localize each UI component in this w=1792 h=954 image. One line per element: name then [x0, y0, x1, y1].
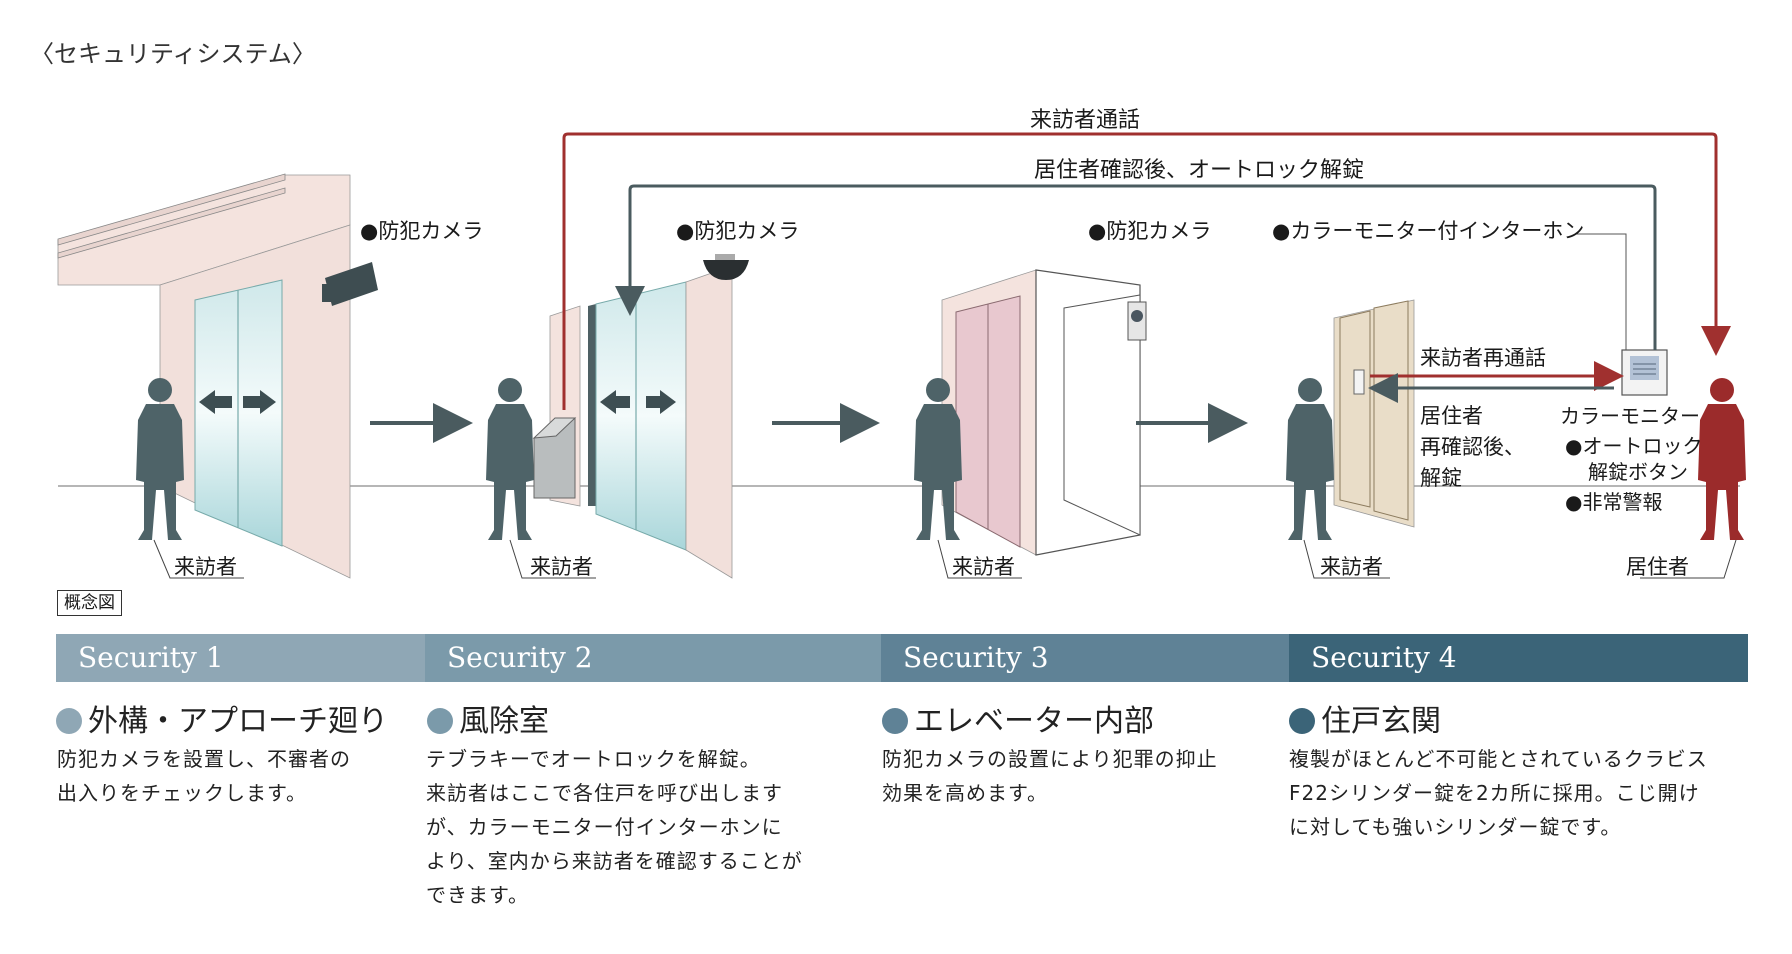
elevator-camera-icon: [1127, 301, 1147, 341]
resident-label: 居住者: [1626, 555, 1689, 579]
section-2-body: テブラキーでオートロックを解錠。 来訪者はここで各住戸を呼び出します が、カラー…: [426, 747, 803, 907]
section-1-heading: 外構・アプローチ廻り: [56, 696, 388, 740]
visitor-call-label: 来訪者通話: [1030, 108, 1141, 133]
security-band-2: Security 2: [425, 634, 881, 682]
security-band-4: Security 4: [1289, 634, 1748, 682]
security-band-3: Security 3: [881, 634, 1289, 682]
section-4-body: 複製がほとんど不可能とされているクラビス F22シリンダー錠を2カ所に採用。こじ…: [1289, 747, 1708, 839]
visitor-label-2: 来訪者: [530, 555, 593, 579]
color-monitor-icon: [1621, 349, 1668, 396]
camera-label-2: ●防犯カメラ: [676, 219, 800, 243]
autolock-label-1: ●オートロック: [1565, 434, 1703, 458]
scene-elevator: [941, 269, 1147, 556]
telephone-key-panel: [532, 417, 577, 499]
scene-unit-door: [1333, 299, 1415, 528]
camera-icon-1: [322, 262, 378, 306]
bullet-dot-icon: [427, 708, 453, 734]
camera-label-3: ●防犯カメラ: [1088, 219, 1212, 243]
resident-figure: [1698, 378, 1746, 540]
security-band-1: Security 1: [56, 634, 425, 682]
section-2-heading: 風除室: [427, 696, 549, 740]
dome-camera-icon: [703, 254, 749, 280]
visitor-label-3: 来訪者: [952, 555, 1015, 579]
reconfirm-line-1: 居住者: [1420, 404, 1483, 428]
camera-label-1: ●防犯カメラ: [360, 219, 484, 243]
unlock-after-confirm-label: 居住者確認後、オートロック解錠: [1034, 158, 1365, 183]
door-intercom: [1353, 369, 1365, 395]
concept-diagram-label: 概念図: [57, 590, 122, 616]
visitor-call-line: [562, 132, 1731, 410]
visitor-label-1: 来訪者: [174, 555, 237, 579]
visitor-label-4: 来訪者: [1320, 555, 1383, 579]
intercom-label: ●カラーモニター付インターホン: [1272, 219, 1585, 243]
monitor-label: カラーモニター: [1560, 404, 1700, 428]
scene-vestibule: [532, 254, 749, 579]
page-title: 〈セキュリティシステム〉: [30, 40, 316, 68]
autolock-label-2: 解錠ボタン: [1588, 460, 1688, 484]
visitor-figure-4: [1286, 378, 1334, 540]
section-4-heading: 住戸玄関: [1289, 696, 1441, 740]
section-3-body: 防犯カメラの設置により犯罪の抑止 効果を高めます。: [882, 747, 1218, 805]
visitor-figure-2: [486, 378, 534, 540]
scene-exterior: [57, 173, 378, 579]
bullet-dot-icon: [1289, 708, 1315, 734]
bullet-dot-icon: [56, 708, 82, 734]
reconfirm-line-3: 解錠: [1420, 466, 1462, 490]
recall-label: 来訪者再通話: [1420, 346, 1546, 370]
intercom-leader-line: [1576, 233, 1627, 350]
section-3-heading: エレベーター内部: [882, 696, 1154, 740]
bullet-dot-icon: [882, 708, 908, 734]
alarm-label: ●非常警報: [1565, 490, 1663, 514]
section-1-body: 防犯カメラを設置し、不審者の 出入りをチェックします。: [57, 747, 351, 805]
reconfirm-line-2: 再確認後、: [1420, 435, 1525, 459]
unlock-line: [615, 184, 1657, 350]
